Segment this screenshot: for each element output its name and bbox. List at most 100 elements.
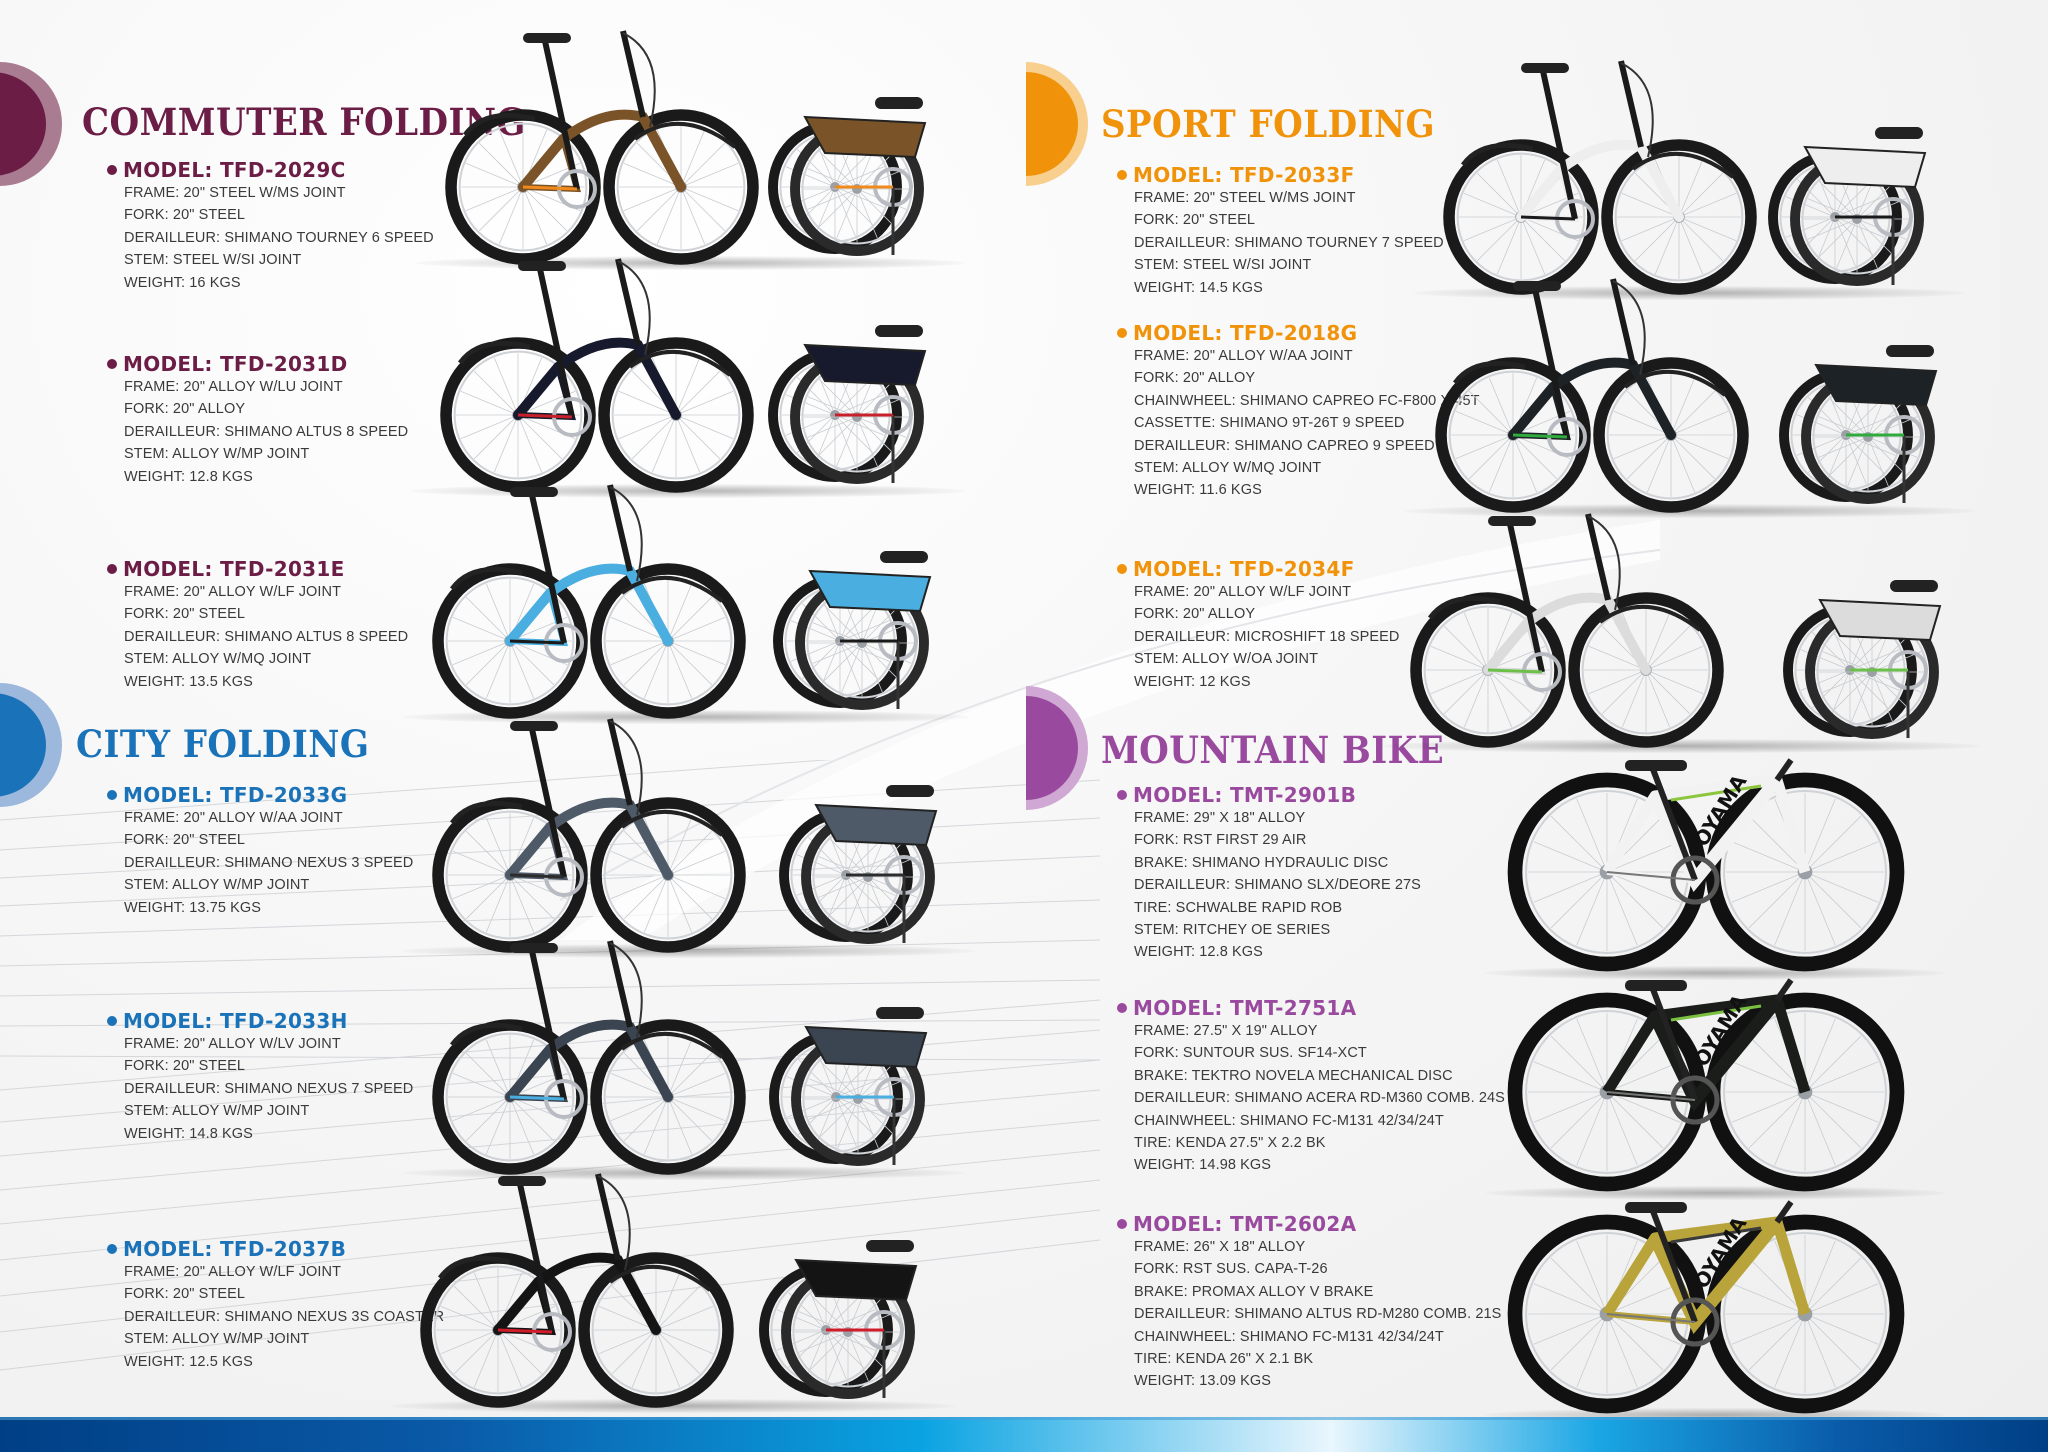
bike-unfolded-icon [432,484,746,719]
spec-list: FRAME: 20" ALLOY W/LV JOINT FORK: 20" ST… [107,1033,413,1145]
spec-list: FRAME: 20" ALLOY W/LF JOINT FORK: 20" ST… [107,581,408,693]
model-name: MODEL: TFD-2029C [123,158,346,182]
spec-list: FRAME: 20" STEEL W/MS JOINT FORK: 20" ST… [1117,187,1444,299]
spec-derailleur: DERAILLEUR: SHIMANO NEXUS 7 SPEED [124,1080,414,1097]
mountain-bike-icon: OYAMA [1507,758,1905,972]
spec-fork: FORK: SUNTOUR SUS. SF14-XCT [1134,1045,1367,1062]
bike-image-folded-city-1 [766,937,936,1177]
bike-image-unfolded-city-1 [432,937,746,1177]
model-name: MODEL: TMT-2901B [1133,783,1357,807]
model-name: MODEL: TMT-2751A [1133,996,1357,1020]
city-section-title: CITY FOLDING [76,722,370,766]
mountain-section-title: MOUNTAIN BIKE [1101,728,1445,772]
mountain-bike-icon: OYAMA [1507,978,1905,1192]
spec-frame: FRAME: 20" ALLOY W/AA JOINT [1134,348,1353,364]
spec-weight: WEIGHT: 12.8 KGS [124,468,253,485]
bullet-icon [107,790,117,800]
bullet-icon [107,165,117,175]
spec-fork: FORK: 20" ALLOY [1134,606,1256,623]
spec-stem: STEM: ALLOY W/MP JOINT [124,1103,310,1120]
spec-derailleur: DERAILLEUR: SHIMANO CAPREO 9 SPEED [1134,437,1435,454]
spec-derailleur: DERAILLEUR: SHIMANO ALTUS 8 SPEED [124,423,409,440]
model-tfd-2037b: MODEL: TFD-2037B FRAME: 20" ALLOY W/LF J… [107,1237,444,1373]
spec-derailleur: DERAILLEUR: SHIMANO TOURNEY 7 SPEED [1134,234,1444,251]
bullet-icon [1117,790,1127,800]
spec-list: FRAME: 29" X 18" ALLOY FORK: RST FIRST 2… [1117,807,1421,964]
spec-frame: FRAME: 20" ALLOY W/LF JOINT [124,1264,342,1280]
spec-weight: WEIGHT: 12.5 KGS [124,1353,253,1370]
mountain-bike-icon: OYAMA [1507,1200,1905,1414]
bike-image-unfolded-city-2 [420,1170,734,1410]
bike-shadow [1380,739,1980,753]
bike-folded-icon [773,551,932,710]
bike-image-unfolded-sport-1 [1435,275,1749,515]
bike-unfolded-icon [1410,513,1724,748]
spec-stem: STEM: ALLOY W/MP JOINT [124,1331,310,1348]
spec-chainwheel: CHAINWHEEL: SHIMANO FC-M131 42/34/24T [1134,1328,1444,1345]
bullet-icon [1117,1219,1127,1229]
spec-stem: STEM: RITCHEY OE SERIES [1134,921,1331,938]
model-tmt-2602a: MODEL: TMT-2602A FRAME: 26" X 18" ALLOY … [1117,1212,1501,1393]
bike-image-folded-sport-0 [1765,57,1935,297]
model-tmt-2751a: MODEL: TMT-2751A FRAME: 27.5" X 19" ALLO… [1117,996,1505,1177]
spec-list: FRAME: 20" ALLOY W/LF JOINT FORK: 20" ST… [107,1261,444,1373]
spec-fork: FORK: 20" STEEL [124,606,246,623]
bike-folded-icon [769,1007,928,1166]
model-name: MODEL: TFD-2037B [123,1237,347,1261]
spec-stem: STEM: ALLOY W/MP JOINT [124,446,310,463]
bike-image-folded-commuter-1 [765,255,935,495]
spec-list: FRAME: 20" ALLOY W/LU JOINT FORK: 20" AL… [107,376,408,488]
bike-unfolded-icon [420,1173,734,1408]
spec-stem: STEM: ALLOY W/MQ JOINT [1134,459,1322,476]
bike-image-folded-sport-2 [1780,510,1950,750]
bike-image-mtb-2: OYAMA [1507,1200,1905,1417]
bike-shadow [390,1399,956,1413]
spec-frame: FRAME: 20" STEEL W/MS JOINT [124,185,346,201]
spec-fork: FORK: 20" STEEL [124,207,246,224]
bike-unfolded-icon [1435,278,1749,513]
spec-tire: TIRE: KENDA 27.5" X 2.2 BK [1134,1134,1326,1151]
bike-image-folded-city-2 [756,1170,926,1410]
bullet-icon [107,1244,117,1254]
spec-frame: FRAME: 20" ALLOY W/LV JOINT [124,1036,341,1052]
spec-weight: WEIGHT: 12 KGS [1134,673,1251,690]
commuter-section-title: COMMUTER FOLDING [82,100,526,144]
bike-folded-icon [759,1240,918,1399]
bike-image-unfolded-city-0 [432,715,746,955]
bike-folded-icon [1768,127,1927,286]
bike-shadow [402,710,970,724]
bike-unfolded-icon [432,940,746,1175]
spec-list: FRAME: 20" STEEL W/MS JOINT FORK: 20" ST… [107,182,434,294]
bike-image-unfolded-commuter-1 [440,255,754,495]
spec-stem: STEM: ALLOY W/MQ JOINT [124,651,312,668]
spec-brake: BRAKE: SHIMANO HYDRAULIC DISC [1134,854,1389,871]
spec-fork: FORK: 20" ALLOY [124,401,246,418]
spec-fork: FORK: 20" STEEL [124,1286,246,1303]
spec-fork: FORK: 20" STEEL [1134,212,1256,229]
spec-weight: WEIGHT: 14.98 KGS [1134,1157,1272,1174]
spec-derailleur: DERAILLEUR: SHIMANO ALTUS 8 SPEED [124,628,409,645]
bike-image-folded-commuter-2 [770,481,940,721]
spec-stem: STEM: STEEL W/SI JOINT [124,252,302,269]
model-name: MODEL: TFD-2033H [123,1009,348,1033]
spec-list: FRAME: 26" X 18" ALLOY FORK: RST SUS. CA… [1117,1236,1501,1393]
spec-derailleur: DERAILLEUR: SHIMANO NEXUS 3 SPEED [124,854,414,871]
spec-tire: TIRE: KENDA 26" X 2.1 BK [1134,1350,1314,1367]
spec-frame: FRAME: 20" ALLOY W/LF JOINT [1134,584,1352,600]
spec-fork: FORK: 20" STEEL [124,1058,246,1075]
model-name: MODEL: TFD-2034F [1133,557,1355,581]
spec-weight: WEIGHT: 14.8 KGS [124,1125,253,1142]
model-tfd-2031d: MODEL: TFD-2031D FRAME: 20" ALLOY W/LU J… [107,352,408,488]
spec-weight: WEIGHT: 14.5 KGS [1134,279,1263,296]
bike-image-folded-sport-1 [1776,275,1946,515]
spec-frame: FRAME: 20" ALLOY W/LF JOINT [124,584,342,600]
bike-folded-icon [1783,580,1942,739]
bike-image-mtb-0: OYAMA [1507,758,1905,975]
spec-fork: FORK: 20" STEEL [124,832,246,849]
spec-cassette: CASSETTE: SHIMANO 9T-26T 9 SPEED [1134,415,1405,432]
spec-frame: FRAME: 26" X 18" ALLOY [1134,1239,1306,1255]
spec-frame: FRAME: 27.5" X 19" ALLOY [1134,1023,1318,1039]
bike-image-unfolded-sport-2 [1410,510,1724,750]
spec-weight: WEIGHT: 13.09 KGS [1134,1373,1272,1390]
bottom-gradient-bar [0,1417,2048,1452]
